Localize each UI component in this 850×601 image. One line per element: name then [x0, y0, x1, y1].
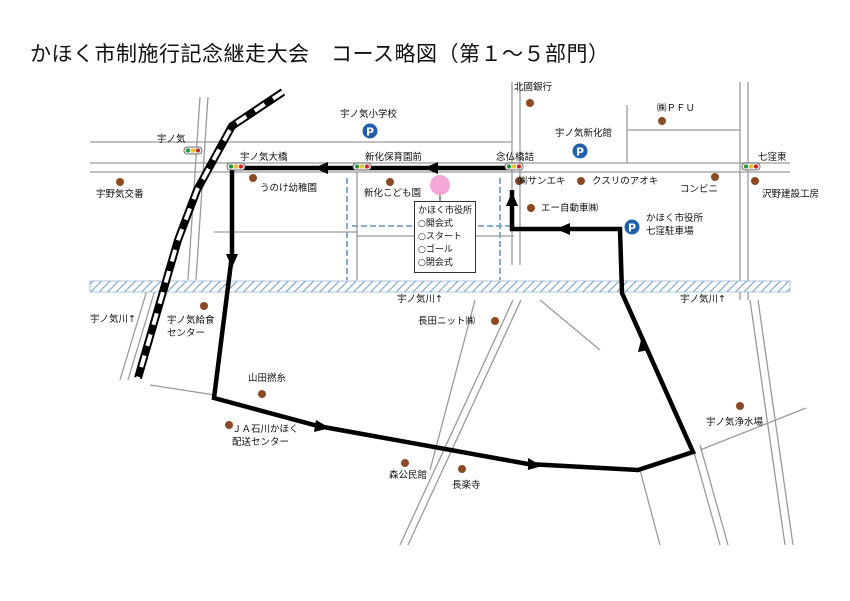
- label-nenbutsu: 念仏橋詰: [496, 152, 535, 163]
- label-river-1: 宇ノ気川↑: [90, 314, 136, 325]
- label-nagata-knit: 長田ニット㈱: [418, 316, 476, 327]
- route-arrows: [226, 162, 649, 470]
- arrow-left-2: [314, 162, 328, 174]
- label-convenience: コンビニ: [680, 184, 719, 195]
- label-ja: ＪＡ石川かほく 配送センター: [232, 424, 299, 448]
- legend-heading: かほく市役所: [418, 206, 473, 216]
- arrow-right-1: [314, 420, 330, 432]
- landmark-dot: [116, 178, 124, 186]
- landmark-dot: [577, 177, 585, 185]
- legend-item-goal: ○ゴール: [418, 245, 453, 255]
- parking-letter: P: [576, 146, 584, 159]
- landmark-dots: [116, 99, 759, 473]
- race-route: [211, 165, 697, 473]
- arrow-left-1: [424, 162, 438, 174]
- parking-letter: P: [628, 222, 636, 235]
- label-kusuri: クスリのアオキ: [592, 176, 659, 187]
- label-josuijo: 宇ノ気浄水場: [706, 417, 764, 428]
- landmark-dot: [386, 178, 394, 186]
- label-shinka-kodomoen: 新化こども園: [364, 188, 422, 199]
- label-unoke-shinkakan: 宇ノ気新化館: [555, 128, 613, 139]
- arrow-right-2: [528, 458, 542, 470]
- label-kyushoku: 宇ノ気給食 センター: [167, 315, 215, 339]
- railway: [134, 88, 286, 380]
- landmark-dot: [526, 99, 534, 107]
- traffic-signals: [183, 146, 761, 171]
- parking-icon: P: [624, 219, 640, 235]
- label-sawano: 沢野建設工房: [762, 189, 820, 200]
- landmark-dot: [515, 177, 523, 185]
- landmark-dot: [401, 459, 409, 467]
- legend-item-closing: ○閉会式: [418, 258, 453, 268]
- traffic-signal-icon: [504, 162, 524, 171]
- label-unoke-ohashi: 宇ノ気大橋: [240, 152, 288, 163]
- arrow-up-1: [638, 336, 649, 352]
- landmark-dot: [711, 173, 719, 181]
- traffic-signal-icon: [183, 146, 203, 155]
- landmark-dot: [225, 421, 233, 429]
- canals: [346, 178, 512, 280]
- parking-icon: P: [362, 123, 378, 139]
- label-shinka-hoikuen: 新化保育園前: [365, 152, 423, 163]
- legend-item-start: ○スタート: [418, 232, 462, 242]
- label-unoke-police: 宇野気交番: [96, 189, 144, 200]
- label-parking-city: かほく市役所 七窪駐車場: [646, 213, 704, 237]
- label-ei-jidosha: エー自動車㈱: [541, 203, 599, 214]
- start-goal-marker: [430, 175, 450, 195]
- label-chorakuji: 長楽寺: [452, 480, 481, 491]
- arrow-down: [226, 254, 238, 268]
- label-unoke-elementary: 宇ノ気小学校: [340, 109, 398, 120]
- map-title: かほく市制施行記念継走大会 コース略図（第１～５部門）: [30, 42, 610, 66]
- traffic-signal-icon: [226, 162, 246, 171]
- river-band: [89, 280, 791, 293]
- label-unoke-kindergarten: うのけ幼稚園: [260, 183, 318, 194]
- landmark-dot: [658, 117, 666, 125]
- label-yamada: 山田撚糸: [248, 373, 287, 384]
- landmark-dot: [527, 204, 535, 212]
- landmark-dot: [200, 302, 208, 310]
- parking-markers: P P P: [362, 123, 640, 235]
- arrow-up-2: [506, 192, 518, 206]
- landmark-dot: [258, 390, 266, 398]
- city-hall-legend: かほく市役所 ○開会式 ○スタート ○ゴール ○閉会式: [414, 201, 476, 273]
- traffic-signal-icon: [741, 162, 761, 171]
- legend-item-opening: ○開会式: [418, 219, 453, 229]
- parking-icon: P: [572, 143, 588, 159]
- label-river-3: 宇ノ気川↑: [680, 294, 726, 305]
- arrow-left-3: [556, 223, 570, 235]
- landmark-dot: [751, 177, 759, 185]
- label-river-2: 宇ノ気川↑: [397, 294, 443, 305]
- landmark-dot: [458, 465, 466, 473]
- traffic-signal-icon: [352, 162, 372, 171]
- label-pfu: ㈱ＰＦＵ: [657, 103, 696, 114]
- landmark-dot: [491, 317, 499, 325]
- label-kitaguni: 北國銀行: [514, 82, 553, 93]
- landmark-dot: [249, 174, 257, 182]
- label-unoke: 宇ノ気: [157, 134, 186, 145]
- label-sanekki: ㈱サンエキ: [518, 176, 566, 187]
- landmark-dot: [736, 402, 744, 410]
- label-shichikubo-higashi: 七窪東: [758, 152, 787, 163]
- label-mori-kominkan: 森公民館: [389, 470, 428, 481]
- parking-letter: P: [366, 126, 374, 139]
